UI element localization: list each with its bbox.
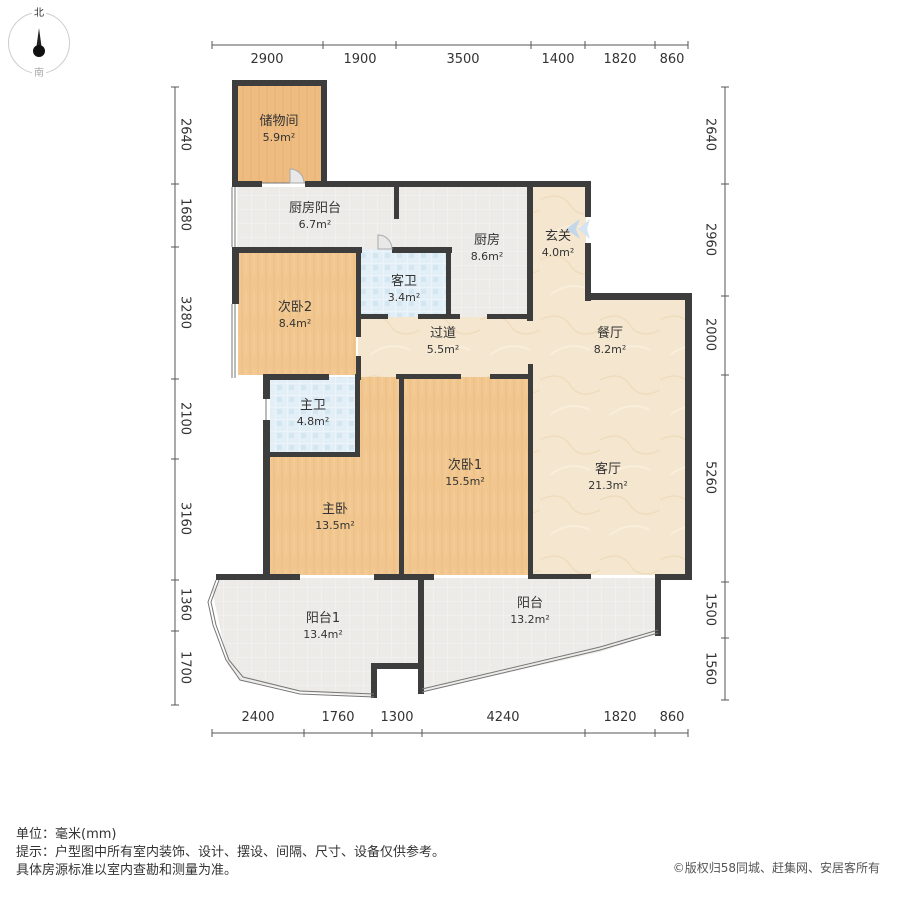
room-master-bedroom: 主卧 13.5m² (315, 502, 355, 534)
dim-right-6: 1560 (702, 651, 718, 686)
room-name: 阳台 (516, 596, 543, 611)
compass-needle-icon (36, 28, 42, 50)
doors (289, 168, 393, 250)
room-living: 客厅 21.3m² (588, 462, 628, 494)
room-kitchen-balcony: 厨房阳台 6.7m² (289, 201, 341, 233)
room-balcony-1: 阳台1 13.4m² (303, 611, 343, 643)
dim-bottom-4: 4240 (486, 710, 520, 725)
dim-left-4: 2100 (177, 401, 193, 436)
room-name: 玄关 (544, 229, 571, 244)
disclaimer-note: 提示：户型图中所有室内装饰、设计、摆设、间隔、尺寸、设备仅供参考。 (16, 845, 446, 860)
room-second-bedroom-2: 次卧2 8.4m² (278, 300, 312, 332)
room-area: 8.6m² (470, 250, 504, 263)
entrance-arrow-icon (566, 219, 590, 239)
room-name: 阳台1 (305, 611, 341, 626)
room-name: 次卧2 (277, 300, 313, 315)
copyright: ©版权归58同城、赶集网、安居客所有 (672, 861, 880, 875)
room-name: 厨房 (473, 233, 500, 248)
room-area: 13.4m² (303, 628, 343, 641)
dim-left-1: 2640 (177, 117, 193, 152)
room-entrance: 玄关 4.0m² (542, 229, 575, 261)
room-area: 5.5m² (426, 343, 460, 356)
room-area: 4.0m² (541, 246, 575, 259)
dim-top-5: 1820 (603, 52, 637, 67)
room-area: 13.5m² (315, 519, 355, 532)
room-name: 次卧1 (447, 458, 483, 473)
dim-left-2: 1680 (177, 197, 193, 232)
dim-top-3: 3500 (446, 52, 480, 67)
dimension-lines (171, 41, 729, 737)
dim-left-5: 3160 (177, 501, 193, 536)
windows (207, 182, 659, 698)
room-kitchen: 厨房 8.6m² (471, 233, 504, 265)
dim-right-2: 2960 (702, 222, 718, 257)
room-dining: 餐厅 8.2m² (594, 326, 627, 358)
compass: 北 南 (8, 4, 72, 79)
compass-north-label: 北 (32, 4, 46, 19)
room-guest-bathroom: 客卫 3.4m² (388, 274, 421, 306)
compass-south-label: 南 (32, 64, 46, 79)
dim-bottom-3: 1300 (380, 710, 414, 725)
unit-note: 单位：毫米(mm) (16, 827, 117, 842)
dim-top-4: 1400 (541, 52, 575, 67)
room-name: 餐厅 (596, 326, 623, 341)
footer-notes: 单位：毫米(mm) 提示：户型图中所有室内装饰、设计、摆设、间隔、尺寸、设备仅供… (16, 826, 445, 880)
compass-center-icon (33, 45, 45, 57)
dim-top-1: 2900 (250, 52, 284, 67)
dim-left-7: 1700 (177, 650, 193, 685)
room-name: 客卫 (390, 274, 417, 289)
dim-right-3: 2000 (702, 317, 718, 352)
dim-bottom-1: 2400 (241, 710, 275, 725)
room-name: 主卫 (299, 398, 326, 413)
room-name: 储物间 (259, 114, 299, 129)
room-name: 厨房阳台 (288, 201, 342, 216)
room-name: 主卧 (321, 502, 348, 517)
room-name: 客厅 (594, 462, 621, 477)
walls (216, 80, 692, 698)
room-hallway: 过道 5.5m² (427, 326, 460, 358)
dim-right-5: 1500 (702, 592, 718, 627)
room-storage: 储物间 5.9m² (259, 114, 298, 146)
room-second-bedroom-1: 次卧1 15.5m² (445, 458, 485, 490)
room-area: 8.4m² (278, 317, 312, 330)
room-area: 5.9m² (262, 131, 296, 144)
room-area: 15.5m² (445, 475, 485, 488)
dim-left-3: 3280 (177, 295, 193, 330)
room-area: 21.3m² (588, 479, 628, 492)
dim-bottom-6: 860 (659, 710, 685, 725)
dim-right-1: 2640 (702, 117, 718, 152)
room-area: 3.4m² (387, 291, 421, 304)
room-balcony: 阳台 13.2m² (510, 596, 550, 628)
room-area: 4.8m² (296, 415, 330, 428)
dim-bottom-2: 1760 (321, 710, 355, 725)
room-area: 8.2m² (593, 343, 627, 356)
dim-top-2: 1900 (343, 52, 377, 67)
disclaimer-note-2: 具体房源标准以室内查勘和测量为准。 (16, 863, 238, 878)
dim-bottom-5: 1820 (603, 710, 637, 725)
room-master-bathroom: 主卫 4.8m² (297, 398, 330, 430)
room-area: 6.7m² (298, 218, 332, 231)
dim-left-6: 1360 (177, 587, 193, 622)
dim-right-4: 5260 (702, 460, 718, 495)
room-name: 过道 (429, 326, 456, 341)
room-area: 13.2m² (510, 613, 550, 626)
dim-top-6: 860 (659, 52, 685, 67)
